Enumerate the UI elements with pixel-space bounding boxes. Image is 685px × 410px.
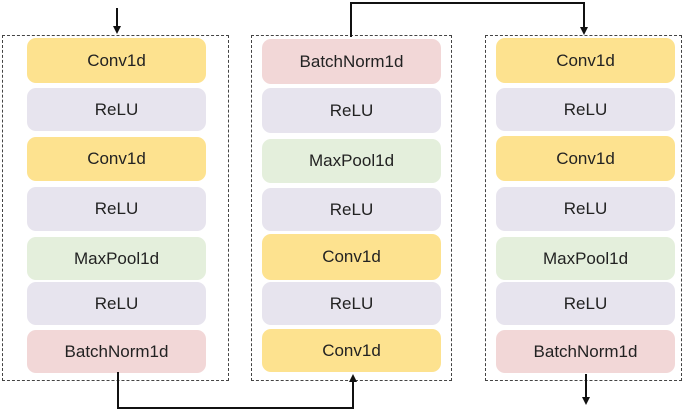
connector-col2-to-col3 [350,2,588,37]
layer-pool-block: MaxPool1d [262,139,441,183]
layer-conv-block: Conv1d [496,38,675,83]
layer-conv-block: Conv1d [262,234,441,280]
layer-bn-block: BatchNorm1d [27,330,206,373]
layer-bn-block: BatchNorm1d [262,39,441,84]
layer-relu-block: ReLU [496,187,675,231]
layer-conv-block: Conv1d [27,38,206,83]
layer-conv-block: Conv1d [27,137,206,181]
layer-relu-block: ReLU [262,88,441,133]
layer-conv-block: Conv1d [496,136,675,181]
layer-pool-block: MaxPool1d [496,237,675,280]
layer-relu-block: ReLU [262,188,441,231]
column-3 [485,35,682,381]
column-1 [2,35,229,381]
layer-conv-block: Conv1d [262,329,441,372]
layer-relu-block: ReLU [27,187,206,231]
layer-relu-block: ReLU [262,282,441,325]
connector-col1-to-col2 [117,372,357,409]
layer-bn-block: BatchNorm1d [496,330,675,373]
layer-pool-block: MaxPool1d [27,237,206,280]
layer-relu-block: ReLU [496,282,675,325]
layer-relu-block: ReLU [496,88,675,131]
layer-relu-block: ReLU [27,88,206,131]
layer-relu-block: ReLU [27,282,206,325]
